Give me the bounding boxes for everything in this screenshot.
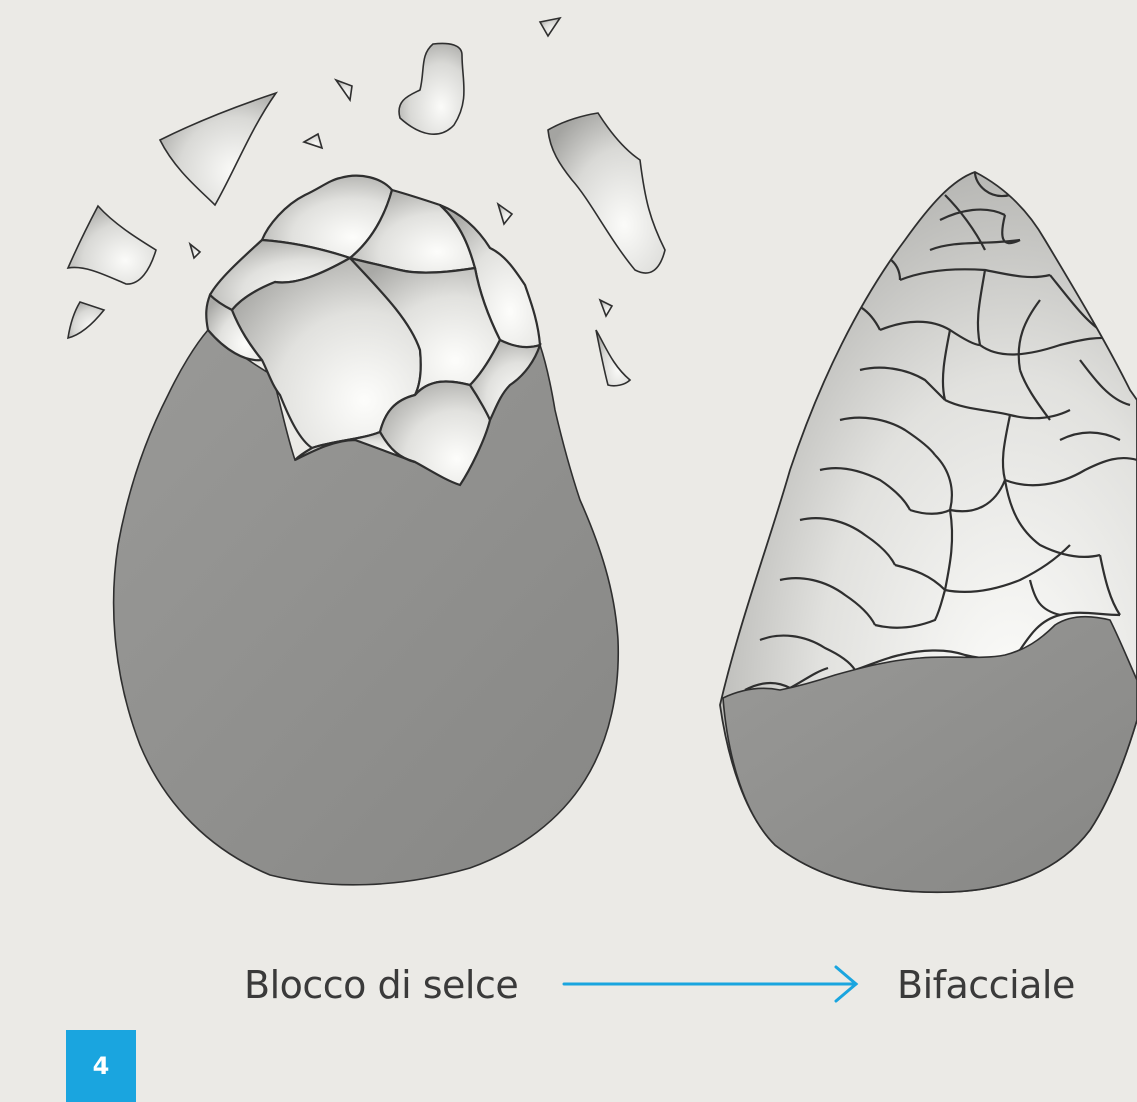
flake [68,206,156,284]
page-number-badge: 4 [66,1030,136,1102]
transformation-arrow [564,967,856,1001]
flake [498,204,512,224]
flake [596,330,630,386]
flake [304,134,322,148]
flake [190,244,200,258]
flake [399,43,464,134]
flake [336,80,352,100]
flint-block [114,176,619,885]
biface [720,172,1137,892]
flake [540,18,560,36]
flake [600,300,612,316]
flake [548,113,665,273]
flake [68,302,104,338]
flake [160,93,276,205]
biface-label: Bifacciale [897,962,1075,1008]
flint-block-label: Blocco di selce [244,962,518,1008]
